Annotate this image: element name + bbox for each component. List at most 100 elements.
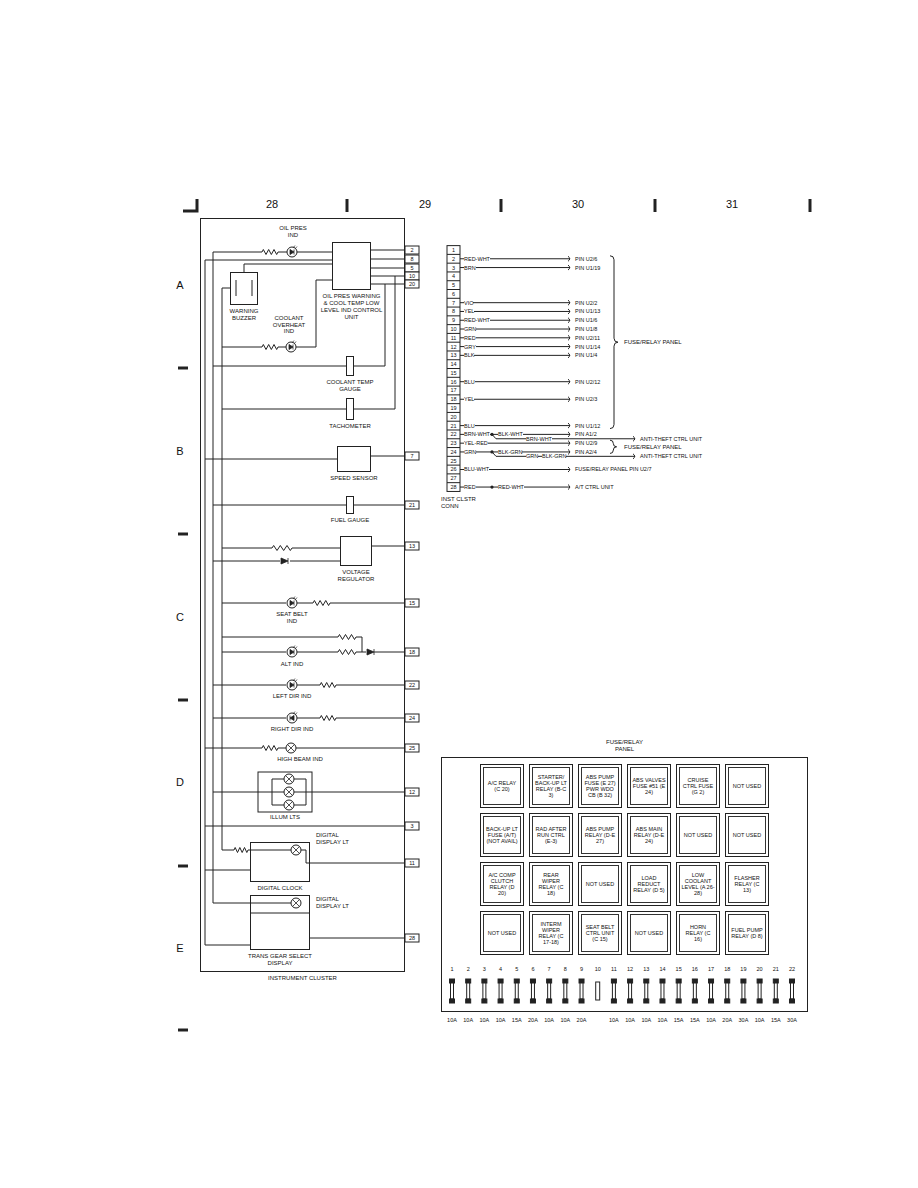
fuse-number: 17 bbox=[708, 966, 714, 972]
pin-destination: PIN U2/2 bbox=[575, 300, 597, 306]
wire bbox=[294, 779, 306, 780]
lamp-label: DIGITAL DISPLAY LT bbox=[316, 896, 356, 909]
indicator-label: ILLUM LTS bbox=[270, 814, 300, 821]
pin-destination: PIN A2/4 bbox=[575, 449, 597, 455]
pin-box bbox=[405, 542, 419, 550]
wire bbox=[222, 637, 338, 638]
component-label: VOLTAGE REGULATOR bbox=[326, 569, 386, 583]
wire bbox=[301, 850, 310, 863]
cluster-pin-number: 12 bbox=[409, 789, 415, 795]
wire bbox=[213, 792, 272, 793]
wire bbox=[460, 329, 570, 330]
lamp-symbol bbox=[284, 800, 294, 810]
connector-row bbox=[447, 342, 460, 343]
wire-color: BRN bbox=[464, 265, 476, 271]
relay-box: LOAD REDUCT RELAY (D 5) bbox=[627, 862, 671, 906]
fuse-symbol bbox=[450, 979, 455, 983]
fuse-symbol bbox=[660, 999, 665, 1003]
connector-row bbox=[447, 394, 460, 395]
connector-end bbox=[568, 397, 570, 402]
fuse-rating: 10A bbox=[447, 1017, 457, 1023]
relay-box: ABS VALVES FUSE #51 (E 24) bbox=[627, 764, 671, 808]
fuse-relay-panel: FUSE/RELAY PANELA/C RELAY (C 20)STARTER/… bbox=[441, 757, 808, 1012]
connector-pin-number: 2 bbox=[452, 256, 455, 262]
resistor-symbol bbox=[338, 650, 356, 655]
fuse-rating: 10A bbox=[560, 1017, 570, 1023]
diode-symbol bbox=[367, 649, 374, 655]
connector-row bbox=[447, 271, 460, 272]
connector-row bbox=[447, 412, 460, 413]
fuse-number: 2 bbox=[467, 966, 470, 972]
cluster-pin-number: 2 bbox=[410, 247, 413, 253]
connector-pin-number: 28 bbox=[450, 484, 456, 490]
component-label: SPEED SENSOR bbox=[324, 475, 384, 482]
connector-row bbox=[447, 403, 460, 404]
connector-row bbox=[447, 350, 460, 351]
wire bbox=[213, 252, 262, 253]
relay-box: A/C RELAY (C 20) bbox=[480, 764, 524, 808]
fuse-rating: 10A bbox=[496, 1017, 506, 1023]
lamp-symbol bbox=[286, 743, 296, 753]
fuse-number: 3 bbox=[483, 966, 486, 972]
connector-pin-number: 22 bbox=[450, 431, 456, 437]
connector-row bbox=[447, 465, 460, 466]
relay-box: ABS MAIN RELAY (D-E 24) bbox=[627, 813, 671, 857]
relay-box: A/C COMP CLUTCH RELAY (D 20) bbox=[480, 862, 524, 906]
connector-end bbox=[633, 436, 635, 441]
wire bbox=[372, 546, 405, 547]
pin-destination: PIN U2/9 bbox=[575, 440, 597, 446]
connector-pin-number: 19 bbox=[450, 405, 456, 411]
connector-pin-number: 18 bbox=[450, 396, 456, 402]
fuse-symbol bbox=[530, 979, 535, 983]
fuse-number: 14 bbox=[659, 966, 665, 972]
fuse-symbol bbox=[466, 979, 471, 983]
cluster-pin-number: 7 bbox=[410, 453, 413, 459]
connector-end bbox=[568, 309, 570, 314]
fuse-symbol bbox=[742, 983, 745, 999]
wire bbox=[306, 792, 405, 793]
wire bbox=[371, 259, 405, 260]
bracket bbox=[610, 440, 617, 453]
pin-box bbox=[405, 934, 419, 942]
fuse-symbol bbox=[563, 979, 568, 983]
wire bbox=[356, 637, 362, 652]
wire-color: YEL bbox=[464, 308, 474, 314]
wire bbox=[222, 288, 230, 289]
wire-color: RED bbox=[464, 484, 476, 490]
connector-end bbox=[568, 485, 570, 490]
relay-label: NOT USED bbox=[730, 832, 764, 838]
ground-rail bbox=[205, 260, 206, 945]
fuse-number: 16 bbox=[692, 966, 698, 972]
connector-row bbox=[447, 482, 460, 483]
pin-destination: PIN U2/12 bbox=[575, 379, 600, 385]
lamp-symbol bbox=[284, 787, 294, 797]
fuse-symbol bbox=[725, 999, 730, 1003]
connector-row bbox=[447, 254, 460, 255]
wire bbox=[371, 284, 405, 285]
diode-symbol bbox=[281, 558, 288, 564]
component-label: COOLANT TEMP GAUGE bbox=[320, 379, 380, 393]
relay-box: NOT USED bbox=[578, 862, 622, 906]
wire bbox=[460, 355, 570, 356]
pin-box bbox=[405, 452, 419, 460]
pin-box bbox=[405, 272, 419, 280]
grid-row-letter: C bbox=[176, 611, 184, 623]
wire bbox=[297, 652, 338, 653]
cluster-pin-number: 5 bbox=[410, 265, 413, 271]
connector-row bbox=[447, 473, 460, 474]
lamp-symbol bbox=[286, 789, 293, 796]
fuse-symbol bbox=[564, 983, 567, 999]
connector-pin-number: 14 bbox=[450, 361, 456, 367]
connector-pin-number: 8 bbox=[452, 308, 455, 314]
wire-color: BLU bbox=[464, 423, 475, 429]
fuse-symbol bbox=[547, 999, 552, 1003]
fuse-symbol bbox=[773, 999, 778, 1003]
pin-destination: FUSE/RELAY PANEL PIN U2/7 bbox=[575, 466, 652, 472]
grid-column-number: 31 bbox=[726, 198, 738, 210]
wire-color: GRY bbox=[464, 344, 476, 350]
wire bbox=[213, 366, 346, 367]
pin-destination: ANTI-THEFT CTRL UNIT bbox=[640, 453, 702, 459]
connector-end bbox=[568, 335, 570, 340]
lamp-symbol bbox=[288, 745, 295, 752]
